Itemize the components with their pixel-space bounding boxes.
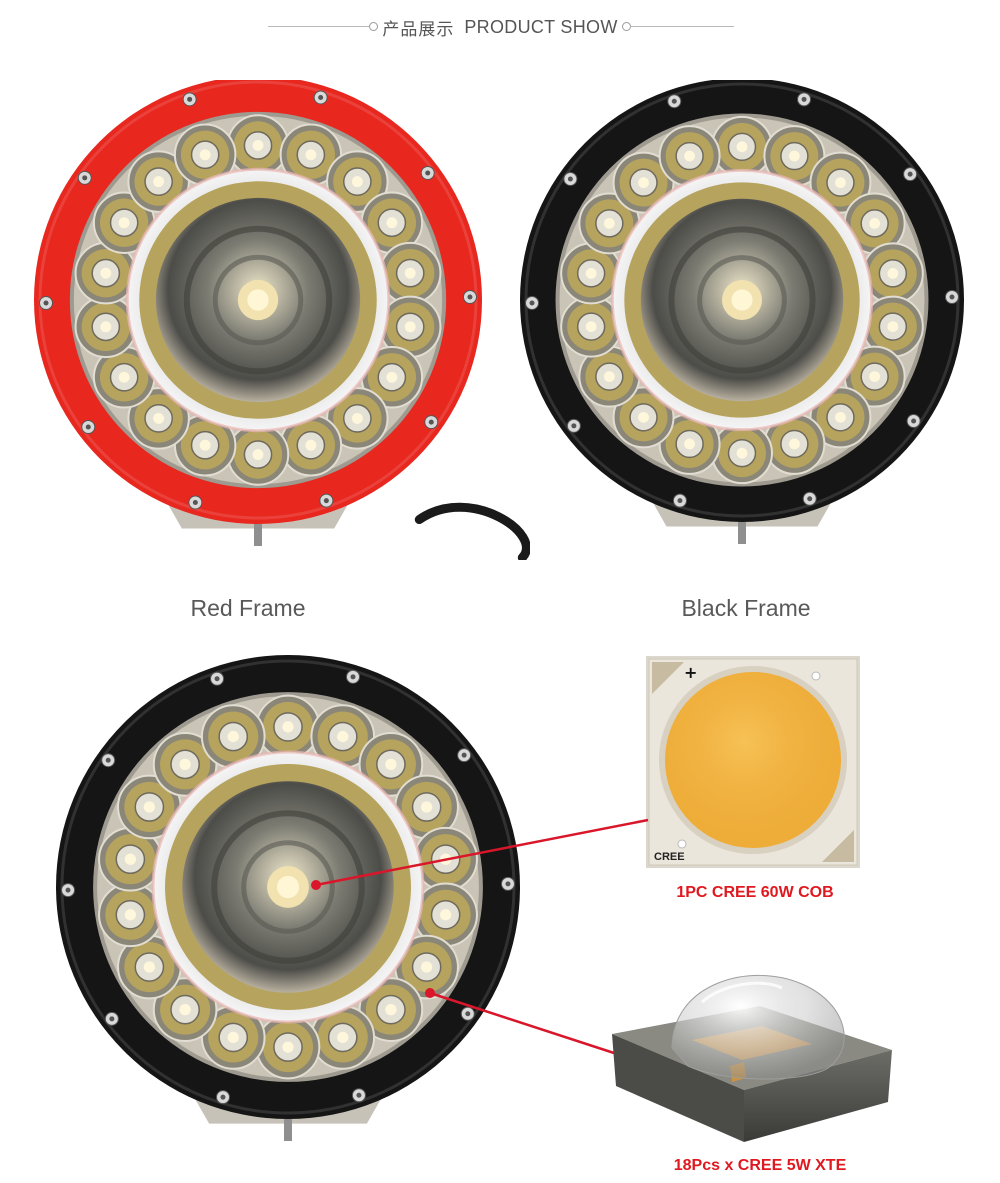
xte-label: 18Pcs x CREE 5W XTE — [673, 1157, 847, 1174]
xte-led-image — [612, 962, 898, 1152]
section-header: 产品展示 PRODUCT SHOW — [0, 12, 1000, 42]
red-frame-lamp-image — [20, 80, 530, 560]
section-title-zh: 产品展示 — [382, 19, 455, 40]
cob-label: 1PC CREE 60W COB — [676, 884, 834, 901]
cob-chip-image: + CREE — [646, 656, 860, 873]
header-rule-left — [268, 26, 370, 27]
black-frame-lamp-icon — [520, 80, 964, 544]
section-title-en: PRODUCT SHOW — [464, 16, 618, 37]
xte-callout-line — [429, 991, 615, 1055]
xte-callout-dot-icon — [425, 988, 435, 998]
cob-callout-line — [315, 818, 649, 887]
cob-brand-text: CREE — [654, 851, 685, 863]
header-dot-left-icon — [369, 22, 378, 31]
detail-lamp-image — [30, 655, 530, 1160]
detail-lamp-icon — [56, 655, 520, 1141]
black-frame-caption: Black Frame — [681, 595, 811, 621]
power-cable — [414, 502, 530, 560]
mount-bolt — [738, 522, 746, 544]
black-frame-lamp-image — [510, 80, 1000, 560]
red-frame-lamp-icon — [34, 80, 530, 560]
header-rule-right — [630, 26, 734, 27]
mount-bolt — [284, 1119, 292, 1141]
mount-bolt — [254, 524, 262, 546]
cob-callout-dot-icon — [311, 880, 321, 890]
red-frame-caption: Red Frame — [190, 595, 306, 621]
cob-polarity-plus: + — [684, 663, 697, 682]
section-title: 产品展示 PRODUCT SHOW — [380, 15, 620, 40]
